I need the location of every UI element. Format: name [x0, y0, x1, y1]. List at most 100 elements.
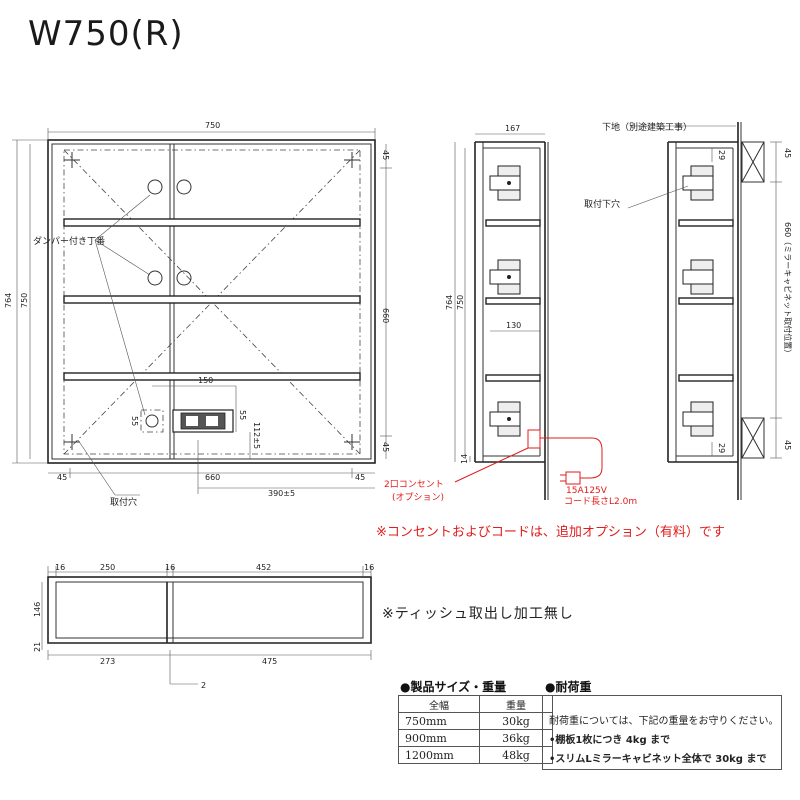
spec-width-cell: 900mm [398, 729, 480, 747]
option-note: ※コンセントおよびコードは、追加オプション（有料）です [376, 525, 725, 540]
leader-outlet [454, 447, 529, 483]
top-view-inner [55, 581, 364, 639]
dim-452: 452 [256, 563, 271, 572]
dim-14: 14 [460, 454, 469, 464]
dim-45-top: 45 [381, 150, 390, 160]
base-block-top [741, 141, 765, 183]
leader-damper-3 [94, 239, 146, 416]
dim-21: 21 [33, 642, 42, 652]
dim-273: 273 [100, 657, 115, 666]
power-cord [540, 437, 603, 479]
corner-marks [64, 152, 360, 450]
side-shelf-3 [485, 374, 541, 382]
dim-side2-45-top: 45 [783, 148, 792, 158]
shelf-1 [63, 218, 361, 227]
dim-55-left: 55 [130, 416, 139, 426]
dim-390: 390±5 [268, 489, 295, 498]
dim-side-750: 750 [456, 295, 465, 310]
load-info-box: 耐荷重については、下記の重量をお守りください。 •棚板1枚につき 4kg まで … [542, 695, 782, 770]
dim-45-left: 45 [57, 473, 67, 482]
hinge2-detail-2 [682, 259, 714, 295]
hinge-circle-3 [147, 270, 163, 286]
dim-660-right: 660 [381, 308, 390, 323]
mount-hole-box [140, 409, 164, 433]
top-view: 16 250 16 452 16 146 21 273 475 2 [33, 563, 374, 690]
hinge2-detail-1 [682, 165, 714, 201]
spec-col-width: 全幅 [398, 695, 480, 713]
label-outlet-option: (オプション) [392, 492, 444, 503]
side2-shelf-2 [678, 297, 734, 305]
spec-weight-cell: 48kg [479, 746, 553, 764]
label-cord-length: コード長さL2.0m [564, 496, 637, 507]
dim-45-right: 45 [355, 473, 365, 482]
load-line-1: 耐荷重については、下記の重量をお守りください。 [549, 716, 779, 727]
spec-table: 全幅 重量 750mm 30kg 900mm 36kg 1200mm 48kg [398, 695, 553, 764]
label-mount-position: 660（ミラーキャビネット取付位置） [783, 222, 793, 357]
front-inner-outline [51, 143, 372, 460]
dim-660-bottom: 660 [205, 473, 220, 482]
leader-damper-1 [94, 194, 151, 241]
outlet-side [527, 429, 541, 449]
dim-29-bottom: 29 [717, 443, 726, 453]
shelf-2 [63, 295, 361, 304]
dim-side-764: 764 [445, 295, 454, 310]
label-cord-spec: 15A125V [566, 486, 608, 496]
dim-55-right: 55 [238, 410, 247, 420]
label-mount-pilot-hole: 取付下穴 [584, 198, 620, 210]
dim-side2-45-bottom: 45 [783, 440, 792, 450]
mount-hole-circle [145, 414, 159, 428]
side-shelf-2 [485, 297, 541, 305]
side-view-mounting: 下地（別途建築工事） 取付下穴 660（ミラーキャビネット取付位置） 45 29… [584, 121, 793, 500]
page-title: W750(R) [28, 14, 184, 54]
side-shelf-1 [485, 219, 541, 227]
hinge-circle-4 [176, 270, 192, 286]
leader-mount-hole [627, 185, 689, 209]
hinge2-detail-3 [682, 401, 714, 437]
base-block-bottom [741, 417, 765, 459]
dim-130: 130 [506, 321, 521, 330]
load-line-2: •棚板1枚につき 4kg まで [549, 735, 671, 746]
spec-header-row: 全幅 重量 [398, 695, 553, 713]
label-base: 下地（別途建築工事） [602, 121, 692, 133]
table-row: 900mm 36kg [398, 729, 553, 747]
shelf-3 [63, 372, 361, 381]
dim-16-c: 16 [364, 563, 374, 572]
power-plug [565, 471, 581, 485]
spec-heading: ●製品サイズ・重量 [400, 680, 507, 694]
dim-475: 475 [262, 657, 277, 666]
hinge-detail-2 [489, 259, 521, 295]
dim-150: 150 [198, 376, 213, 385]
load-heading: ●耐荷重 [545, 680, 592, 694]
dim-146: 146 [33, 602, 42, 617]
side2-shelf-1 [678, 219, 734, 227]
dim-16-a: 16 [55, 563, 65, 572]
label-outlet: 2口コンセント [384, 479, 444, 490]
hinge-detail-1 [489, 165, 521, 201]
table-row: 1200mm 48kg [398, 746, 553, 764]
hinge-circle-1 [147, 179, 163, 195]
dim-16-b: 16 [165, 563, 175, 572]
dim-45-bottom: 45 [381, 442, 390, 452]
table-row: 750mm 30kg [398, 712, 553, 730]
spec-width-cell: 750mm [398, 712, 480, 730]
outlet-socket-1 [186, 416, 198, 426]
dim-29-top: 29 [717, 150, 726, 160]
hinge-detail-3 [489, 401, 521, 437]
top-view-outline [47, 576, 372, 644]
leader-mount [77, 439, 116, 496]
dim-250: 250 [100, 563, 115, 572]
dim-112: 112±5 [252, 422, 261, 449]
hinge-circle-2 [176, 179, 192, 195]
label-mount-hole: 取付穴 [110, 496, 137, 508]
label-damper-hinge: ダンパー付き丁番 [33, 235, 105, 247]
dim-167: 167 [505, 124, 520, 133]
dim-2: 2 [201, 681, 206, 690]
side2-shelf-3 [678, 374, 734, 382]
dim-764: 764 [4, 293, 13, 308]
spec-width-cell: 1200mm [398, 746, 480, 764]
front-view: 750 764 750 660 45 45 45 660 45 390±5 15… [4, 121, 392, 508]
load-line-3: •スリムLミラーキャビネット全体で 30kg まで [549, 754, 767, 765]
side-view-outlet: 167 764 750 130 14 2口コンセント (オプション) 15A12… [384, 124, 637, 507]
front-cabinet-outline [47, 139, 376, 464]
